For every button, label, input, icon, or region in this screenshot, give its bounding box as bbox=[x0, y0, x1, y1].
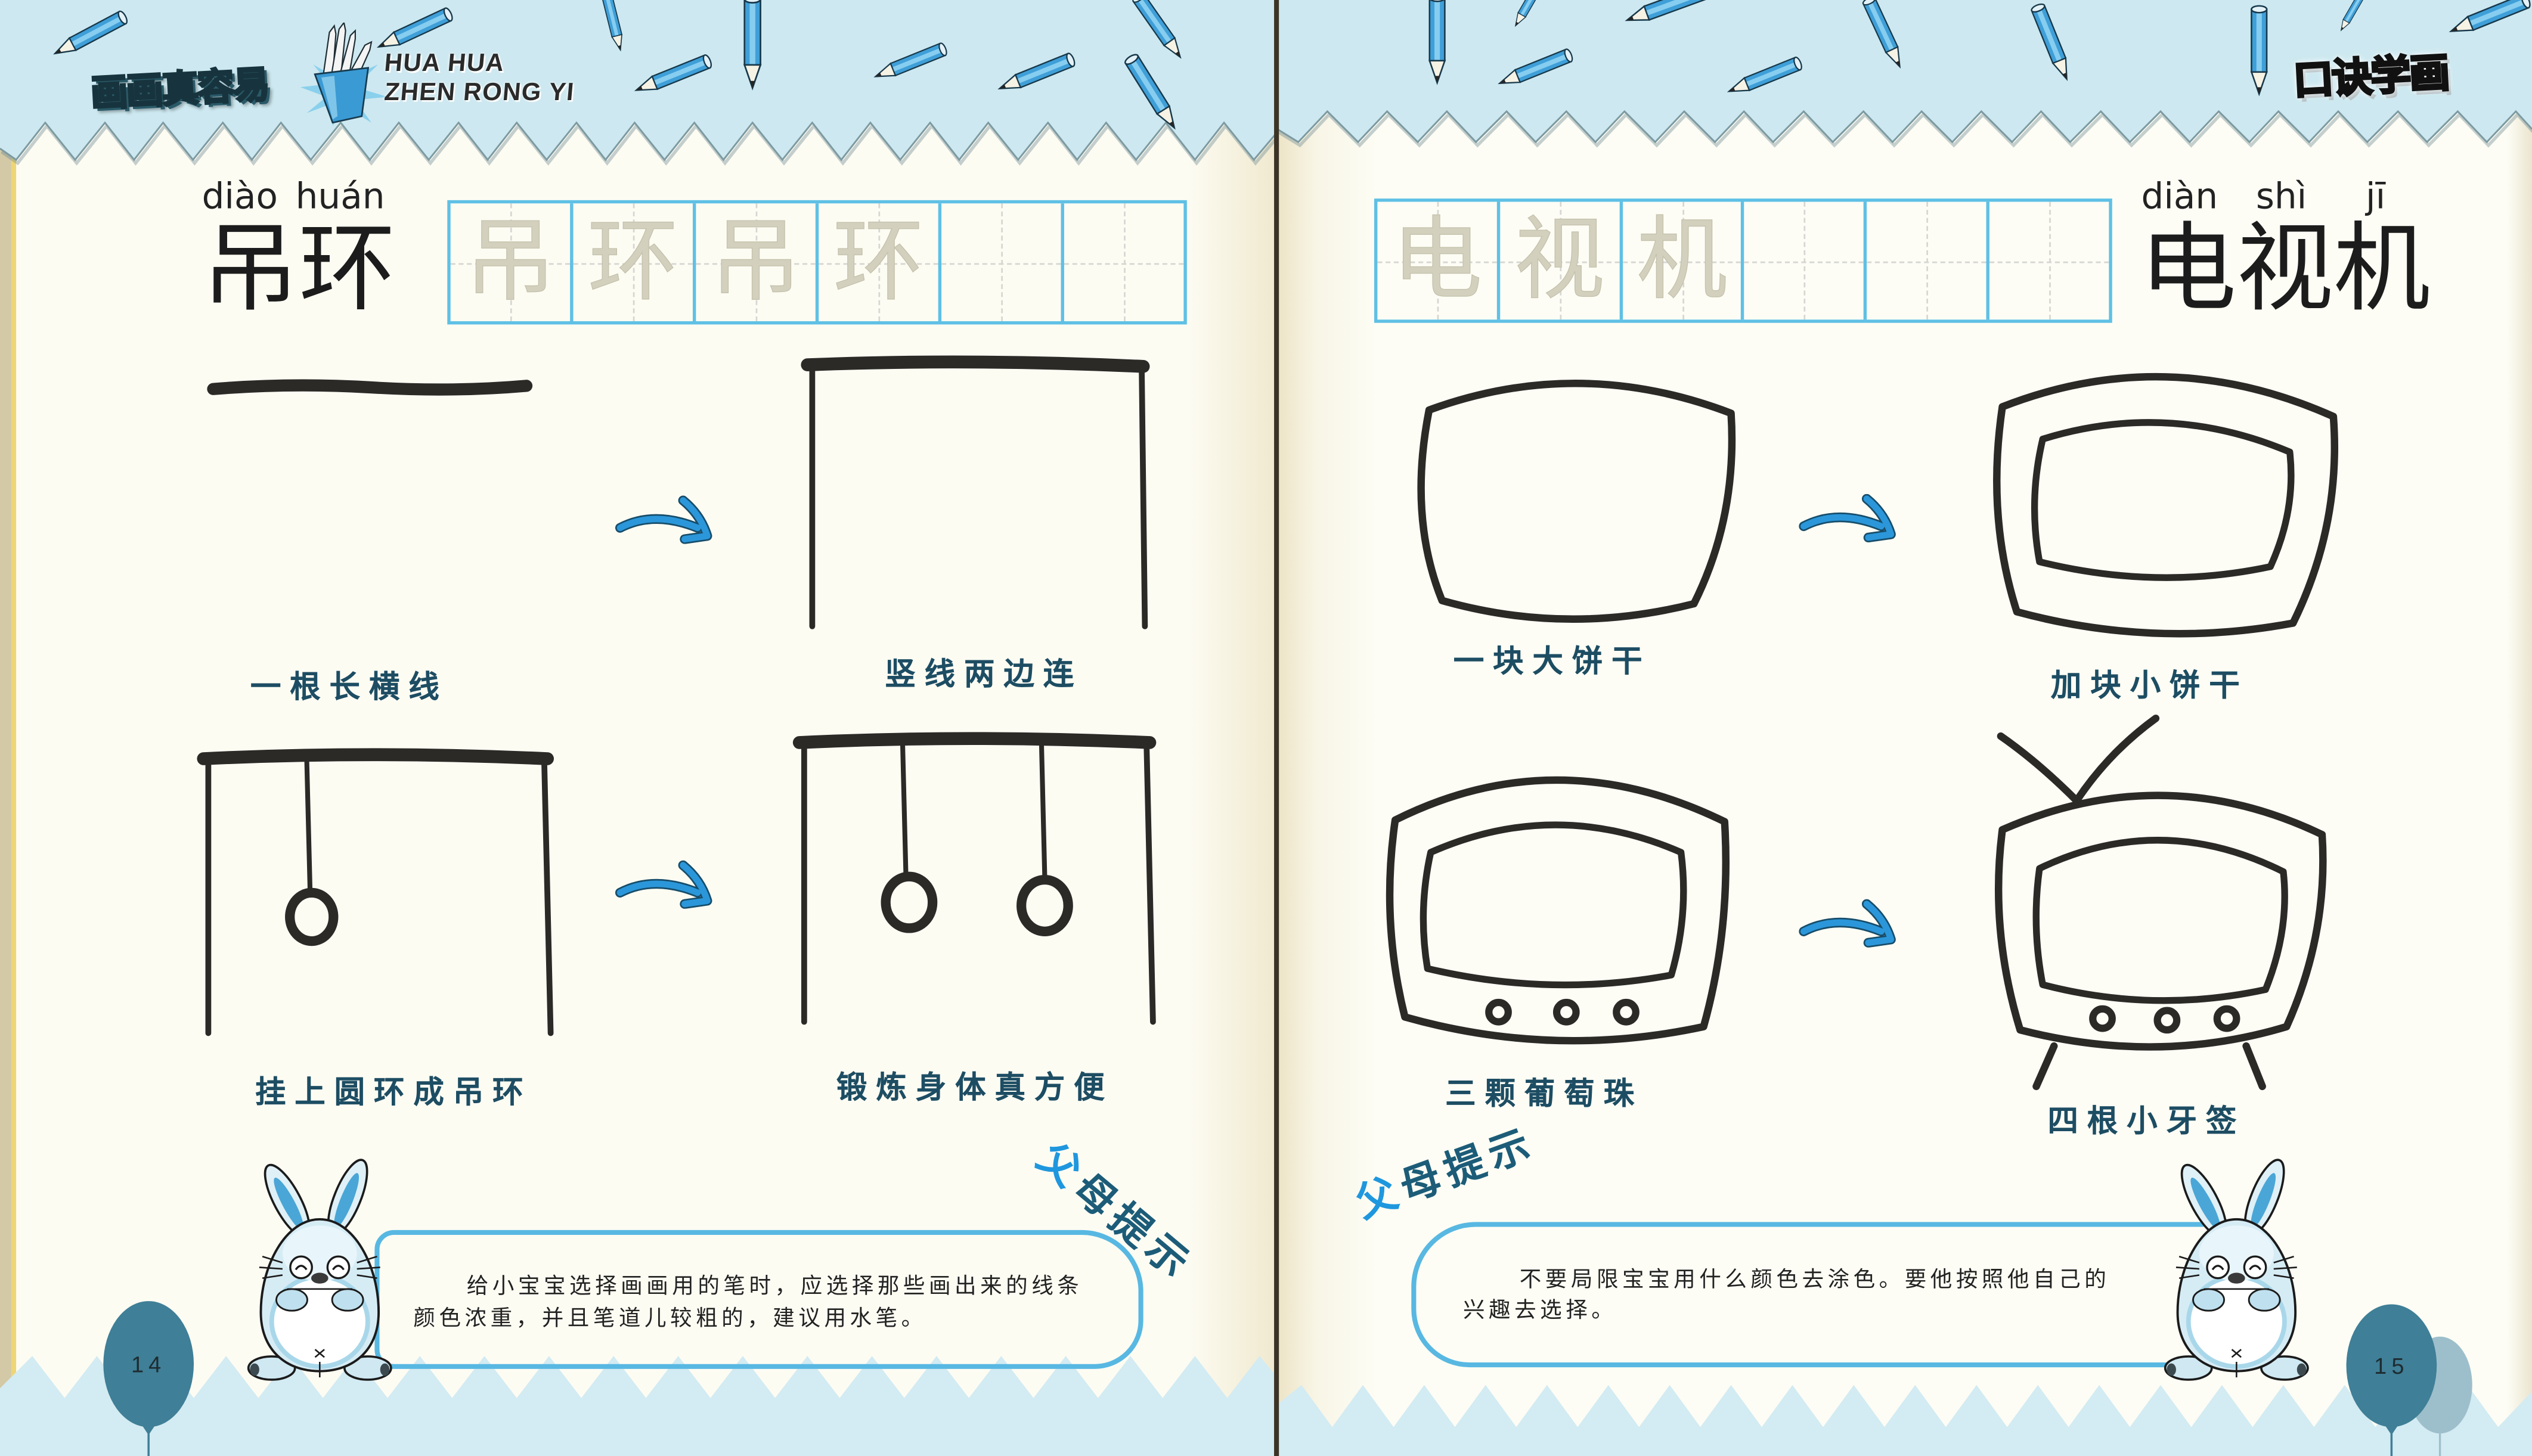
trace-char: 电 bbox=[1391, 207, 1483, 313]
header-band bbox=[1277, 0, 2532, 148]
step4-caption: 四根小牙签 bbox=[2047, 1104, 2246, 1140]
step1-caption: 一根长横线 bbox=[250, 670, 448, 706]
tip-text-line: 颜色浓重，并且笔道儿较粗的，建议用水笔。 bbox=[413, 1306, 927, 1332]
step1-drawing bbox=[207, 379, 533, 396]
practice-cell bbox=[1989, 201, 2109, 320]
pencil-cup-icon bbox=[300, 22, 388, 126]
practice-cell: 电 bbox=[1377, 201, 1500, 320]
pinyin-syllable: diàn bbox=[2141, 177, 2218, 218]
step3-caption: 挂上圆环成吊环 bbox=[255, 1075, 532, 1111]
tip-text-line: 不要局限宝宝用什么颜色去涂色。要他按照他自己的 bbox=[1519, 1267, 2110, 1293]
pinyin-syllable: shì bbox=[2255, 177, 2307, 218]
trace-char: 吊 bbox=[710, 209, 801, 314]
page-number: 15 bbox=[2374, 1352, 2409, 1379]
practice-cell: 吊 bbox=[450, 203, 574, 322]
practice-cell: 吊 bbox=[696, 203, 819, 322]
step4-drawing bbox=[792, 732, 1157, 1025]
step2-caption: 竖线两边连 bbox=[885, 657, 1083, 693]
practice-cell: 环 bbox=[819, 203, 942, 322]
step3-caption: 三颗葡萄珠 bbox=[1445, 1076, 1643, 1113]
pinyin-syllable: diào bbox=[202, 177, 278, 218]
lesson-title: 吊环 bbox=[202, 213, 396, 327]
pinyin-syllable: jī bbox=[2366, 177, 2386, 218]
practice-cell bbox=[1744, 201, 1867, 320]
practice-grid: 吊 环 吊 环 bbox=[447, 200, 1187, 325]
rabbit-mascot-icon bbox=[2159, 1156, 2314, 1385]
header-band bbox=[0, 0, 1276, 166]
practice-cell: 机 bbox=[1622, 201, 1745, 320]
tv-drawing-steps bbox=[1386, 372, 2339, 1091]
step3-drawing bbox=[197, 748, 554, 1036]
page-number: 14 bbox=[131, 1351, 166, 1377]
trace-char: 机 bbox=[1637, 207, 1728, 313]
practice-cell bbox=[1064, 203, 1184, 322]
bottom-band bbox=[1277, 1384, 2532, 1456]
trace-char: 环 bbox=[833, 209, 924, 314]
step3-drawing bbox=[1386, 776, 1730, 1045]
step2-drawing bbox=[1993, 372, 2339, 638]
practice-cell bbox=[941, 203, 1064, 322]
book-spine bbox=[1274, 0, 1279, 1456]
rings-drawing-steps bbox=[197, 355, 1157, 1036]
step1-caption: 一块大饼干 bbox=[1453, 644, 1651, 680]
bottom-band bbox=[0, 1356, 1276, 1456]
tip-text-line: 给小宝宝选择画画用的笔时，应选择那些画出来的线条 bbox=[466, 1274, 1083, 1300]
step4-drawing bbox=[1994, 715, 2327, 1091]
trace-char: 环 bbox=[587, 209, 678, 314]
pinyin-syllable: huán bbox=[295, 177, 385, 218]
step2-drawing bbox=[801, 355, 1150, 629]
rabbit-mascot-icon bbox=[242, 1156, 397, 1385]
practice-cell: 视 bbox=[1499, 201, 1623, 320]
lesson-title: 电视机 bbox=[2139, 213, 2431, 327]
balloon-icon bbox=[103, 1301, 194, 1456]
left-page: 画画真容易 HUA HUA ZHEN RONG YI diào huán 吊环 … bbox=[0, 0, 1276, 1456]
tip-text-line: 兴趣去选择。 bbox=[1462, 1297, 1617, 1324]
page-edge-trim bbox=[11, 0, 17, 1456]
trace-char: 吊 bbox=[464, 209, 556, 314]
right-page: 口诀学画 diàn shì jī 电视机 电 视 机 bbox=[1277, 0, 2532, 1456]
page-edge bbox=[0, 0, 11, 1456]
practice-grid: 电 视 机 bbox=[1374, 198, 2112, 323]
practice-cell: 环 bbox=[573, 203, 696, 322]
trace-char: 视 bbox=[1514, 207, 1605, 313]
practice-cell bbox=[1867, 201, 1990, 320]
step2-caption: 加块小饼干 bbox=[2050, 668, 2249, 704]
step4-caption: 锻炼身体真方便 bbox=[836, 1070, 1114, 1106]
balloon-icon bbox=[2346, 1304, 2472, 1456]
step1-drawing bbox=[1417, 380, 1736, 623]
